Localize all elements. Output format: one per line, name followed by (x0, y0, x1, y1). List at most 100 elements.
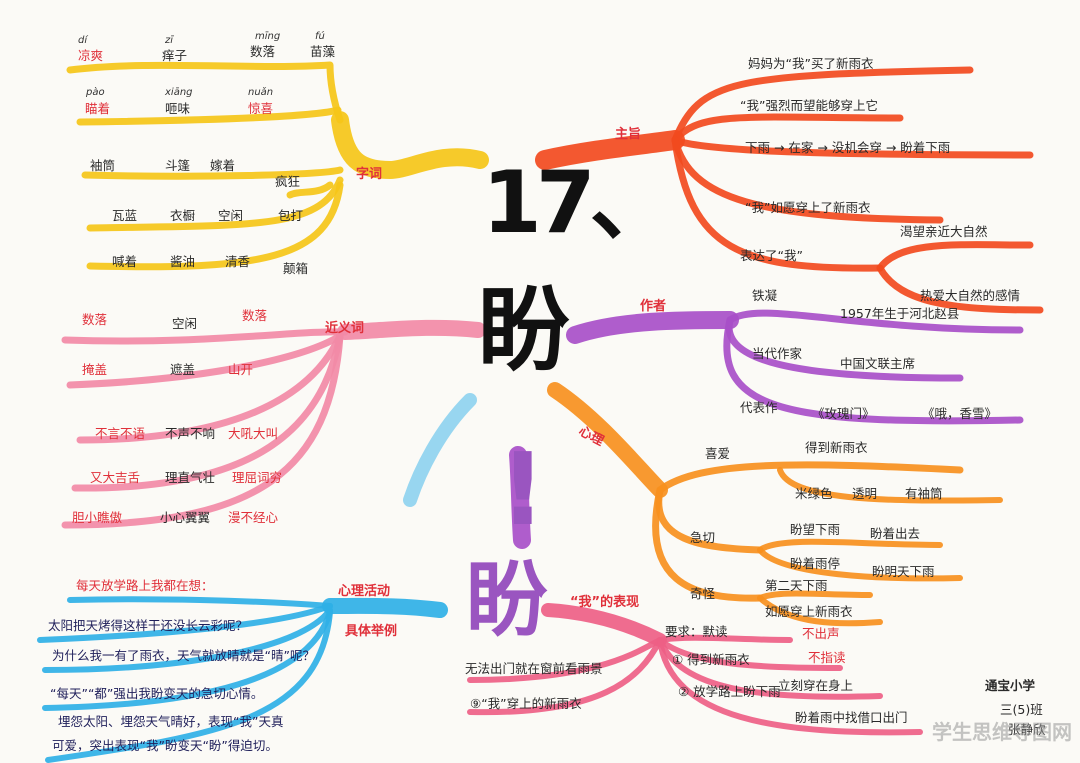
word: 凉爽 (78, 48, 104, 63)
xinli-sub (42, 607, 333, 673)
word: 包打 (278, 208, 304, 223)
word: 空闲 (218, 208, 244, 223)
zhuzhi-item: 下雨 → 在家 → 没机会穿 → 盼着下雨 (745, 140, 951, 155)
word: 颠箱 (283, 261, 309, 276)
xinli2-sub (757, 547, 963, 582)
biaoxian-item: 不指读 (808, 650, 846, 665)
zhuzhi-sub (671, 136, 944, 224)
zhuzhi-item: “我”如愿穿上了新雨衣 (745, 200, 871, 215)
zici-trunk (331, 111, 489, 179)
label-zici: 字词 (356, 167, 383, 182)
word: 咂味 (165, 101, 191, 116)
label-zhuzhi: 主旨 (615, 127, 642, 142)
xinli2-item: 如愿穿上新雨衣 (765, 604, 853, 619)
zhuzhi-sub (671, 136, 1034, 159)
decor-tail (403, 393, 477, 507)
word: 苗藻 (310, 44, 336, 59)
word: 掩盖 (82, 362, 108, 377)
xinli-line: 每天放学路上我都在想： (76, 578, 214, 593)
zuozhe-item: 铁凝 (752, 288, 778, 303)
xinli2-sub (757, 590, 873, 601)
biaoxian-item: 不出声 (802, 626, 840, 641)
label-xinli: 心理活动 (338, 584, 391, 599)
zhuzhi-sub (671, 113, 904, 144)
word: 胆小瞧傲 (72, 510, 123, 525)
title-repeat: 盼 (466, 553, 549, 648)
xinli2-item: 盼望下雨 (790, 522, 841, 537)
zuozhe-sub (726, 309, 1024, 334)
pinyin: pào (86, 87, 105, 98)
xinli2-sub (777, 467, 1003, 504)
zuozhe-item: 代表作 (740, 400, 778, 415)
word: 小心翼翼 (160, 510, 211, 525)
xinli2-trunk (547, 382, 668, 498)
zuozhe-item: 1957年生于河北赵县 (840, 306, 960, 321)
pinyin: xiāng (165, 87, 193, 98)
zhuzhi-sub (876, 241, 1034, 272)
xinli2-item: 急切 (690, 530, 716, 545)
zuozhe-item: 《哦，香雪》 (922, 406, 998, 421)
zuozhe-trunk (566, 311, 739, 344)
word: 惊喜 (248, 101, 274, 116)
xinli2-sub (757, 538, 943, 553)
zhuzhi-item: 妈妈为“我”买了新雨衣 (748, 56, 874, 71)
signature-school: 通宝小学 (985, 678, 1036, 693)
signature-name: 张静欣 (1008, 722, 1046, 737)
jinyici-sub (66, 332, 344, 389)
biaoxian-item: ⑨“我”穿上的新雨衣 (470, 696, 582, 711)
xinli-line: 埋怨太阳、埋怨天气晴好，表现“我”天真 (58, 714, 284, 729)
pinyin: nuǎn (248, 87, 274, 98)
zici-sub (81, 166, 344, 180)
word: 又大吉舌 (90, 470, 141, 485)
zuozhe-item: 当代作家 (752, 346, 803, 361)
zici-sub (286, 181, 334, 199)
biaoxian-sub (657, 634, 793, 643)
zhuzhi-trunk (535, 130, 685, 170)
pinyin: fú (315, 31, 325, 42)
xinli-sub (37, 603, 333, 643)
biaoxian-item: ① 得到新雨衣 (672, 652, 750, 667)
biaoxian-item: 无法出门就在窗前看雨景 (465, 661, 603, 676)
word: 大吼大叫 (228, 426, 279, 441)
biaoxian-item: 立刻穿在身上 (778, 678, 854, 693)
xinli-trunk (322, 597, 448, 618)
word: 漫不经心 (228, 510, 279, 525)
word: 数落 (82, 312, 108, 327)
zuozhe-sub (723, 316, 1024, 425)
zhuzhi-sub (671, 136, 884, 272)
biaoxian-sub (657, 637, 843, 671)
xinli2-item: 盼着出去 (870, 526, 921, 541)
xinli2-item: 得到新雨衣 (805, 440, 868, 455)
word: 理屈词穷 (232, 470, 283, 485)
biaoxian-sub (657, 637, 883, 700)
xinli2-item: 盼着雨停 (790, 556, 841, 571)
xinli-sub (67, 596, 333, 609)
word: 不言不语 (95, 426, 146, 441)
pinyin: mīng (255, 31, 281, 42)
label-jinyici: 近义词 (325, 321, 365, 336)
xinli-line: 为什么我一有了雨衣，天气就放晴就是“晴”呢？ (52, 648, 315, 663)
signature-class: 三(5)班 (1000, 702, 1043, 717)
word: 不声不响 (165, 426, 216, 441)
xinli-sub (42, 609, 333, 711)
label-biaoxian: “我”的表现 (570, 595, 640, 610)
label-xinli-2: 具体举例 (345, 624, 398, 639)
jinyici-sub (71, 332, 344, 492)
biaoxian-item: 盼着雨中找借口出门 (795, 710, 908, 725)
word: 喊着 (112, 254, 138, 269)
pinyin: dí (78, 35, 88, 46)
label-zuozhe: 作者 (640, 299, 667, 314)
xinli-line: 可爱，突出表现“我”盼变天“盼”得迫切。 (52, 738, 278, 753)
xinli2-item: 有袖筒 (905, 486, 943, 501)
word: 数落 (242, 308, 268, 323)
xinli2-item: 第二天下雨 (765, 578, 828, 593)
zici-sub (76, 106, 342, 126)
watermark: 学生思维导图网 (932, 720, 1072, 744)
xinli2-sub (652, 486, 764, 602)
exclamation-bar (509, 446, 531, 549)
pinyin: zī (165, 35, 174, 46)
word: 瞄着 (85, 101, 111, 116)
jinyici-sub (61, 328, 349, 345)
